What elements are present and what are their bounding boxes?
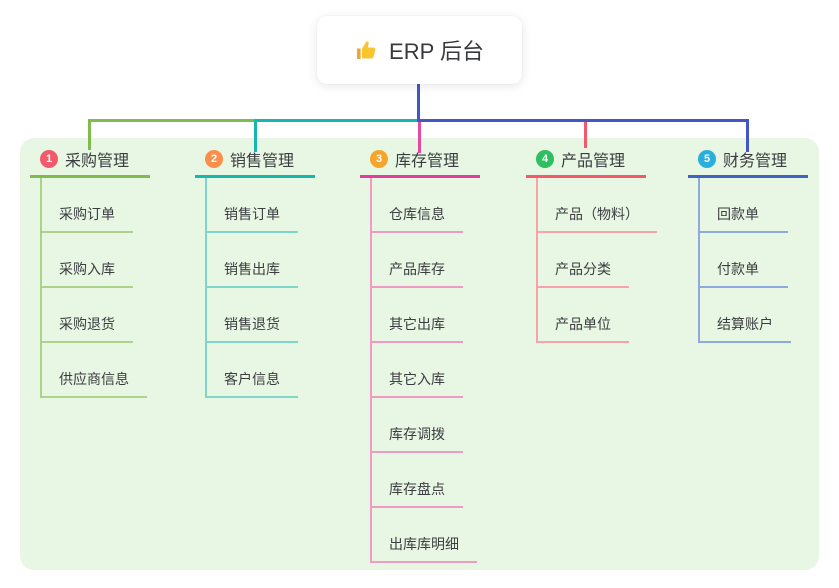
connector-drop-sales: [254, 119, 257, 152]
node-sales-order[interactable]: 销售订单: [207, 178, 298, 233]
branch-sales: 2 销售管理 销售订单 销售出库 销售退货 客户信息: [195, 148, 315, 398]
node-receipt-doc[interactable]: 回款单: [700, 178, 788, 233]
node-supplier-info[interactable]: 供应商信息: [42, 343, 147, 398]
node-customer-info[interactable]: 客户信息: [207, 343, 298, 398]
branch-title-sales[interactable]: 2 销售管理: [195, 148, 315, 178]
branch-children: 回款单 付款单 结算账户: [698, 178, 808, 343]
node-product-unit[interactable]: 产品单位: [538, 288, 629, 343]
node-product-stock[interactable]: 产品库存: [372, 233, 463, 288]
branch-children: 产品（物料） 产品分类 产品单位: [536, 178, 657, 343]
badge-3-icon: 3: [370, 149, 388, 168]
connector-right-blue: [417, 119, 749, 122]
node-other-inbound[interactable]: 其它入库: [372, 343, 463, 398]
branch-children: 销售订单 销售出库 销售退货 客户信息: [205, 178, 315, 398]
node-product-material[interactable]: 产品（物料）: [538, 178, 657, 233]
connector-drop-inventory: [418, 122, 421, 153]
branch-label: 库存管理: [395, 152, 460, 170]
branch-children: 采购订单 采购入库 采购退货 供应商信息: [40, 178, 150, 398]
node-purchase-order[interactable]: 采购订单: [42, 178, 133, 233]
badge-2-icon: 2: [205, 149, 223, 168]
thumbs-up-icon: [355, 38, 379, 62]
node-stock-count[interactable]: 库存盘点: [372, 453, 463, 508]
node-stock-transfer[interactable]: 库存调拨: [372, 398, 463, 453]
node-other-outbound[interactable]: 其它出库: [372, 288, 463, 343]
branch-title-inventory[interactable]: 3 库存管理: [360, 148, 480, 178]
connector-drop-purchase: [88, 119, 91, 150]
node-sales-return[interactable]: 销售退货: [207, 288, 298, 343]
branch-product: 4 产品管理 产品（物料） 产品分类 产品单位: [526, 148, 657, 343]
branch-children: 仓库信息 产品库存 其它出库 其它入库 库存调拨 库存盘点 出库库明细: [370, 178, 480, 563]
root-node-erp[interactable]: ERP 后台: [317, 16, 522, 84]
branch-inventory: 3 库存管理 仓库信息 产品库存 其它出库 其它入库 库存调拨 库存盘点 出库库…: [360, 148, 480, 563]
node-inout-detail[interactable]: 出库库明细: [372, 508, 477, 563]
branch-purchase: 1 采购管理 采购订单 采购入库 采购退货 供应商信息: [30, 148, 150, 398]
node-purchase-return[interactable]: 采购退货: [42, 288, 133, 343]
badge-5-icon: 5: [698, 149, 716, 168]
node-purchase-inbound[interactable]: 采购入库: [42, 233, 133, 288]
root-node-label: ERP 后台: [389, 39, 484, 64]
branch-label: 财务管理: [723, 152, 788, 170]
connector-drop-product: [584, 122, 587, 148]
connector-drop-finance: [746, 119, 749, 152]
branch-label: 产品管理: [561, 152, 626, 170]
node-sales-outbound[interactable]: 销售出库: [207, 233, 298, 288]
badge-4-icon: 4: [536, 149, 554, 168]
badge-1-icon: 1: [40, 149, 58, 168]
branch-title-product[interactable]: 4 产品管理: [526, 148, 646, 178]
node-warehouse-info[interactable]: 仓库信息: [372, 178, 463, 233]
branch-title-finance[interactable]: 5 财务管理: [688, 148, 808, 178]
connector-root-drop: [417, 84, 420, 122]
node-product-category[interactable]: 产品分类: [538, 233, 629, 288]
branch-title-purchase[interactable]: 1 采购管理: [30, 148, 150, 178]
connector-left-green: [88, 119, 255, 122]
branch-label: 采购管理: [65, 152, 130, 170]
node-settlement-account[interactable]: 结算账户: [700, 288, 791, 343]
branch-finance: 5 财务管理 回款单 付款单 结算账户: [688, 148, 808, 343]
connector-mid-teal: [254, 119, 420, 122]
branch-label: 销售管理: [230, 152, 295, 170]
mindmap-panel: [20, 138, 819, 570]
node-payment-doc[interactable]: 付款单: [700, 233, 788, 288]
